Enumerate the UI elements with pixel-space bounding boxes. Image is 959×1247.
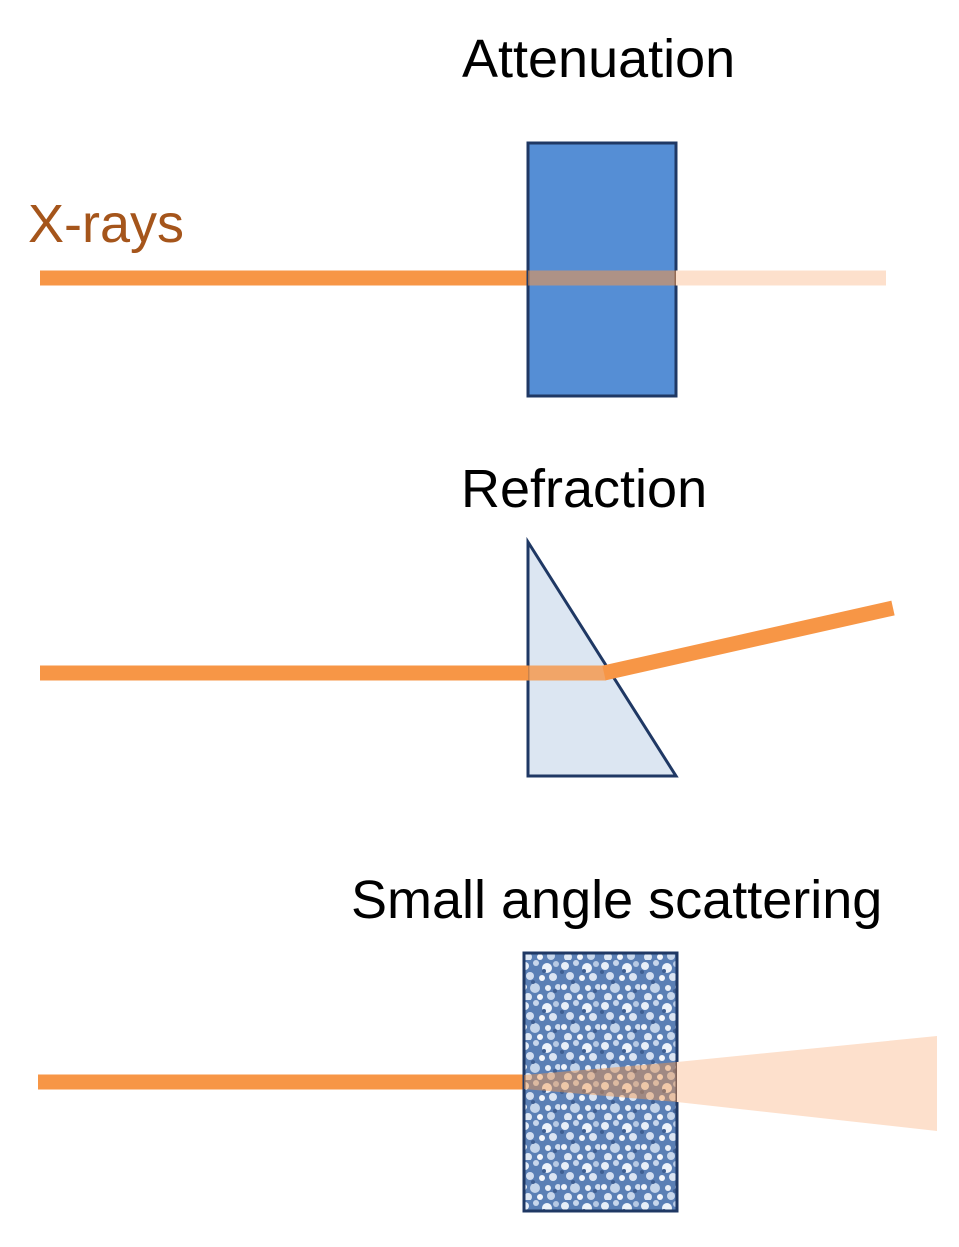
refraction-title: Refraction [461, 459, 708, 519]
scattering-sample [522, 951, 679, 1213]
scattered-beam-cone [677, 1036, 937, 1131]
small-angle-scattering-title: Small angle scattering [351, 870, 883, 930]
refracted-beam [602, 600, 895, 681]
xrays-label: X-rays [28, 194, 185, 254]
attenuation-title: Attenuation [462, 29, 736, 89]
beam-inside-sample [524, 1062, 677, 1102]
refracting-prism [526, 536, 679, 778]
attenuating-block [526, 141, 678, 398]
